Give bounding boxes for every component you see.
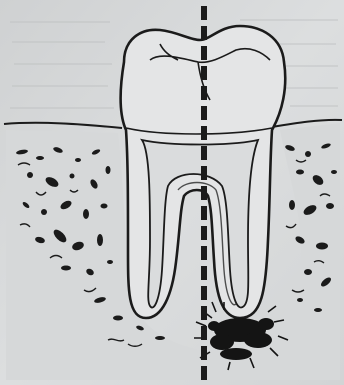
tooth-diagram-svg xyxy=(0,0,344,385)
tooth-illustration xyxy=(0,0,344,385)
